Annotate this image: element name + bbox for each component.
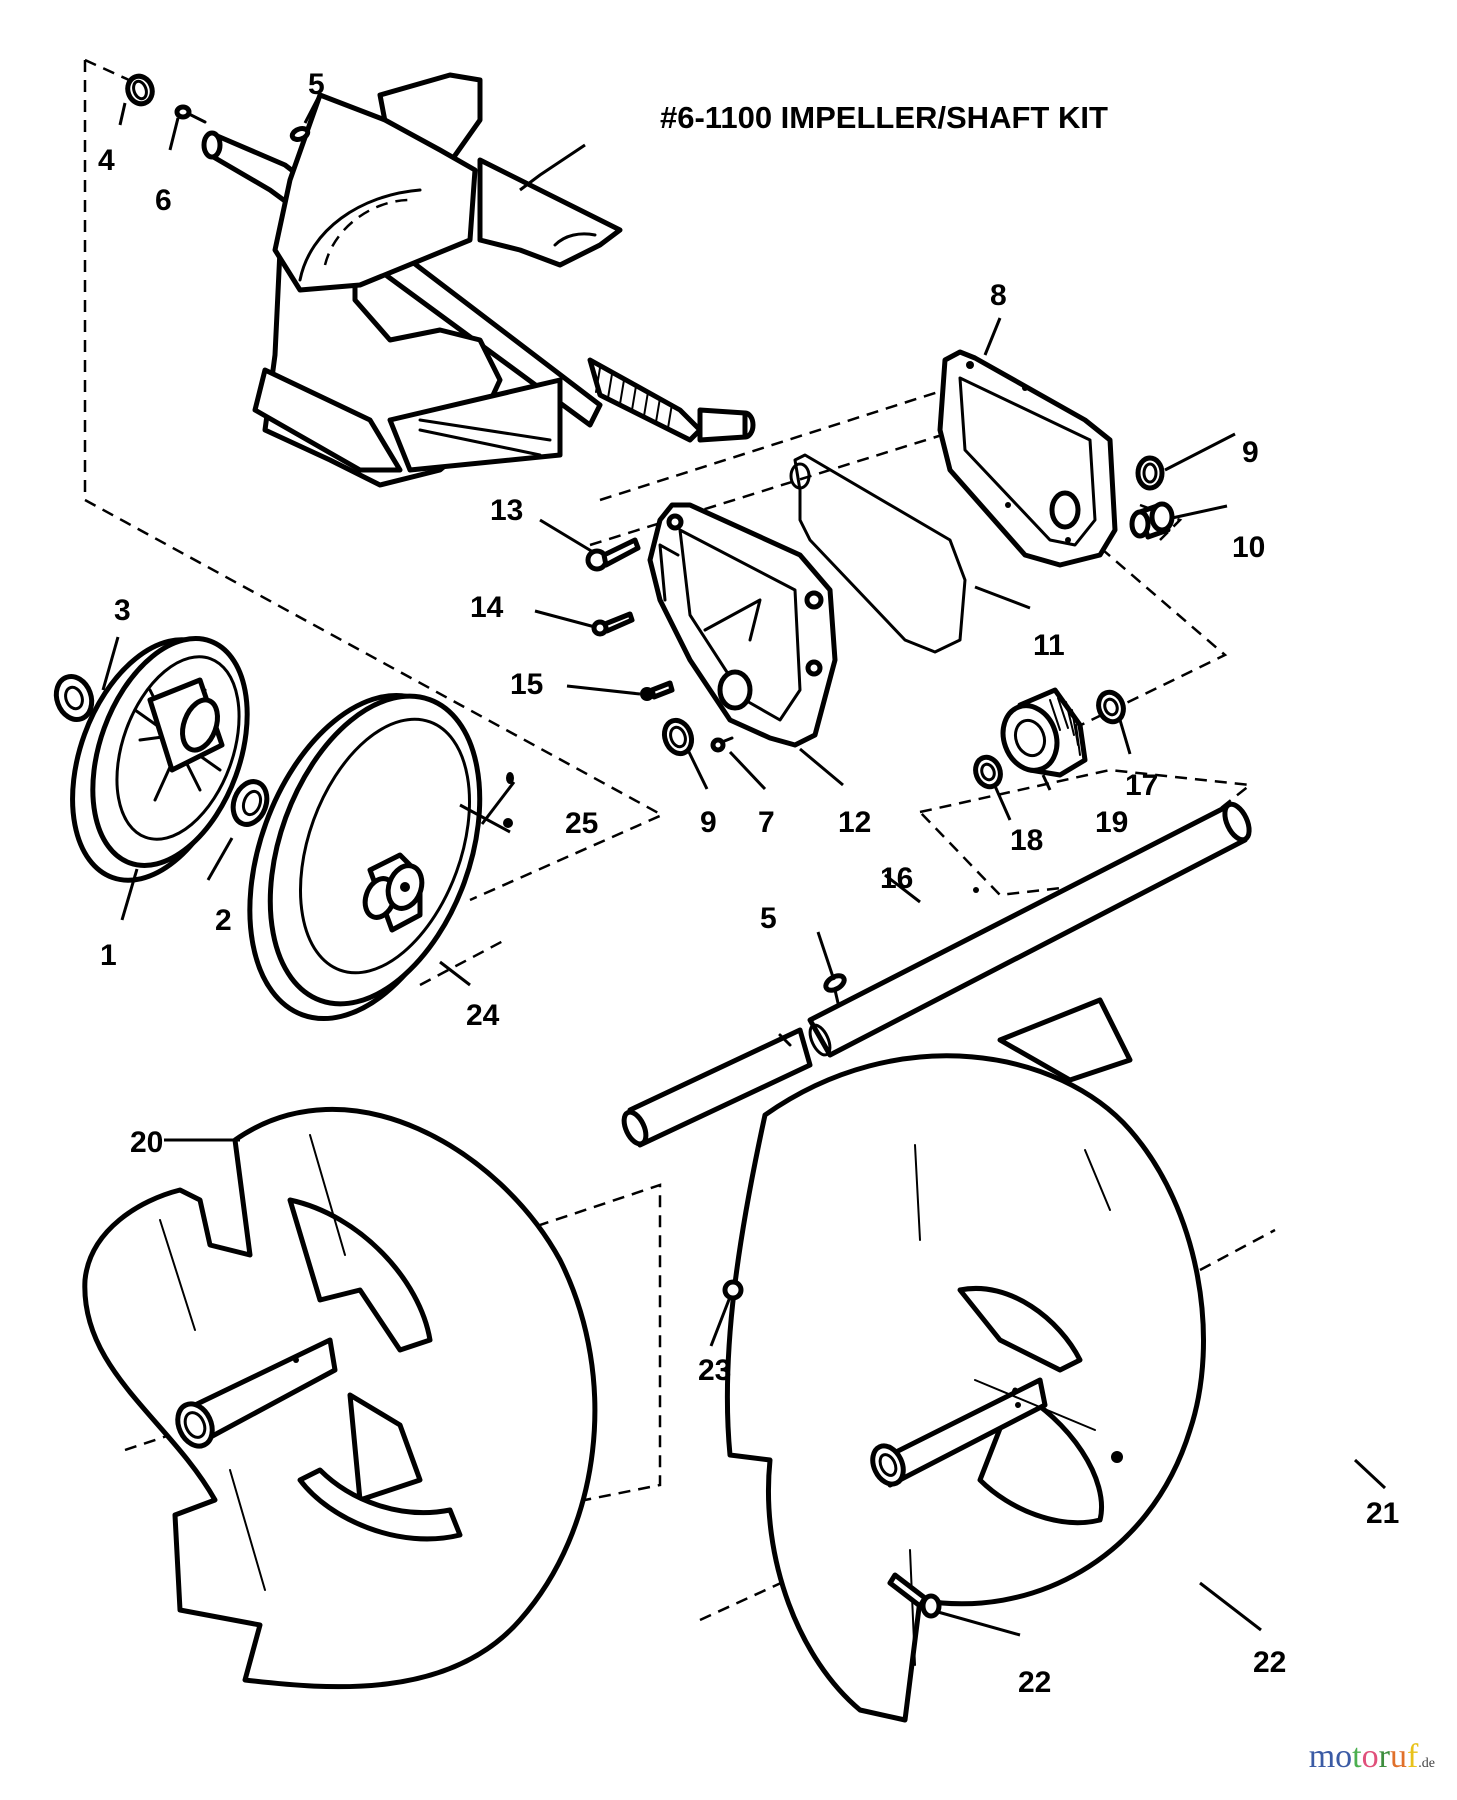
impeller-shaft-kit xyxy=(201,72,756,488)
part-2-bearing xyxy=(230,779,270,827)
part-3-bearing xyxy=(53,674,95,722)
callout-19: 20 xyxy=(130,1126,163,1159)
part-12-gear-case-half xyxy=(647,502,838,748)
callout-23: 23 xyxy=(698,1354,731,1387)
part-24-pulley xyxy=(247,692,483,1022)
callout-8: 8 xyxy=(990,279,1007,312)
part-22-shear-bolt xyxy=(887,1572,942,1619)
part-19-auger-left xyxy=(82,1107,598,1690)
part-20-nut xyxy=(1111,1451,1123,1463)
callout-9-left: 9 xyxy=(700,806,717,839)
callout-17-right: 17 xyxy=(1125,769,1158,802)
watermark-letter: t xyxy=(1352,1738,1362,1775)
watermark-letter: u xyxy=(1389,1738,1407,1775)
part-9-seal-right xyxy=(1135,455,1165,491)
callout-5-shaft: 5 xyxy=(760,902,777,935)
part-21-auger-right xyxy=(724,997,1206,1723)
part-6-set-screw xyxy=(174,104,207,124)
callout-25: 25 xyxy=(565,807,598,840)
callout-9-right: 9 xyxy=(1242,436,1259,469)
part-13-bolt xyxy=(585,537,641,572)
part-11-gasket xyxy=(789,453,967,654)
callout-labels: #6-1100 IMPELLER/SHAFT KIT 4 6 5 8 9 10 … xyxy=(98,68,1399,1699)
watermark-letter: f xyxy=(1406,1738,1419,1775)
callout-24: 24 xyxy=(466,999,500,1032)
callout-16: 16 xyxy=(880,862,913,895)
part-5-key-top xyxy=(289,126,311,142)
callout-6: 6 xyxy=(155,184,172,217)
part-7-screw xyxy=(710,736,734,753)
kit-label: #6-1100 IMPELLER/SHAFT KIT xyxy=(660,100,1108,135)
part-1-pulley xyxy=(70,636,250,883)
part-8-gear-case-half xyxy=(937,349,1118,568)
callout-21: 22 xyxy=(1253,1646,1286,1679)
callout-17-left: 18 xyxy=(1010,824,1043,857)
callout-13: 13 xyxy=(490,494,523,527)
callout-5-top: 5 xyxy=(308,68,325,101)
part-17-washer-left xyxy=(973,754,1003,790)
leader-lines xyxy=(101,97,1387,1637)
part-5-key-shaft xyxy=(823,973,847,1005)
callout-3: 3 xyxy=(114,594,131,627)
callout-2: 2 xyxy=(215,904,232,937)
callout-20: 21 xyxy=(1366,1497,1399,1530)
watermark-text: motoruf xyxy=(1309,1738,1419,1775)
part-17-washer-right xyxy=(1096,689,1126,725)
callout-7: 7 xyxy=(758,806,775,839)
watermark-tld: .de xyxy=(1418,1756,1435,1771)
callout-15: 15 xyxy=(510,668,543,701)
worm-thread xyxy=(595,367,673,429)
part-9-seal-left xyxy=(661,717,695,757)
callout-11: 11 xyxy=(1033,629,1065,662)
part-16-auger-shaft xyxy=(621,801,1252,1148)
watermark-letter: o xyxy=(1335,1738,1353,1775)
watermark-logo: motoruf.de xyxy=(1309,1738,1435,1776)
part-14-screw xyxy=(591,611,635,637)
callout-10: 10 xyxy=(1232,531,1265,564)
callout-12: 12 xyxy=(838,806,871,839)
part-4-bushing xyxy=(125,73,155,107)
part-25-set-screws xyxy=(503,772,514,828)
part-15-screw xyxy=(640,680,675,701)
callout-1: 1 xyxy=(100,939,117,972)
callout-22: 22 xyxy=(1018,1666,1051,1699)
part-23-nut xyxy=(722,1279,744,1301)
callout-18: 19 xyxy=(1095,806,1128,839)
watermark-letter: o xyxy=(1361,1738,1379,1775)
callout-14: 14 xyxy=(470,591,504,624)
watermark-letter: m xyxy=(1308,1738,1336,1775)
part-18-worm-gear xyxy=(1000,687,1088,778)
watermark-letter: r xyxy=(1378,1738,1390,1775)
callout-4: 4 xyxy=(98,144,115,177)
part-10-bushing xyxy=(1129,501,1175,540)
